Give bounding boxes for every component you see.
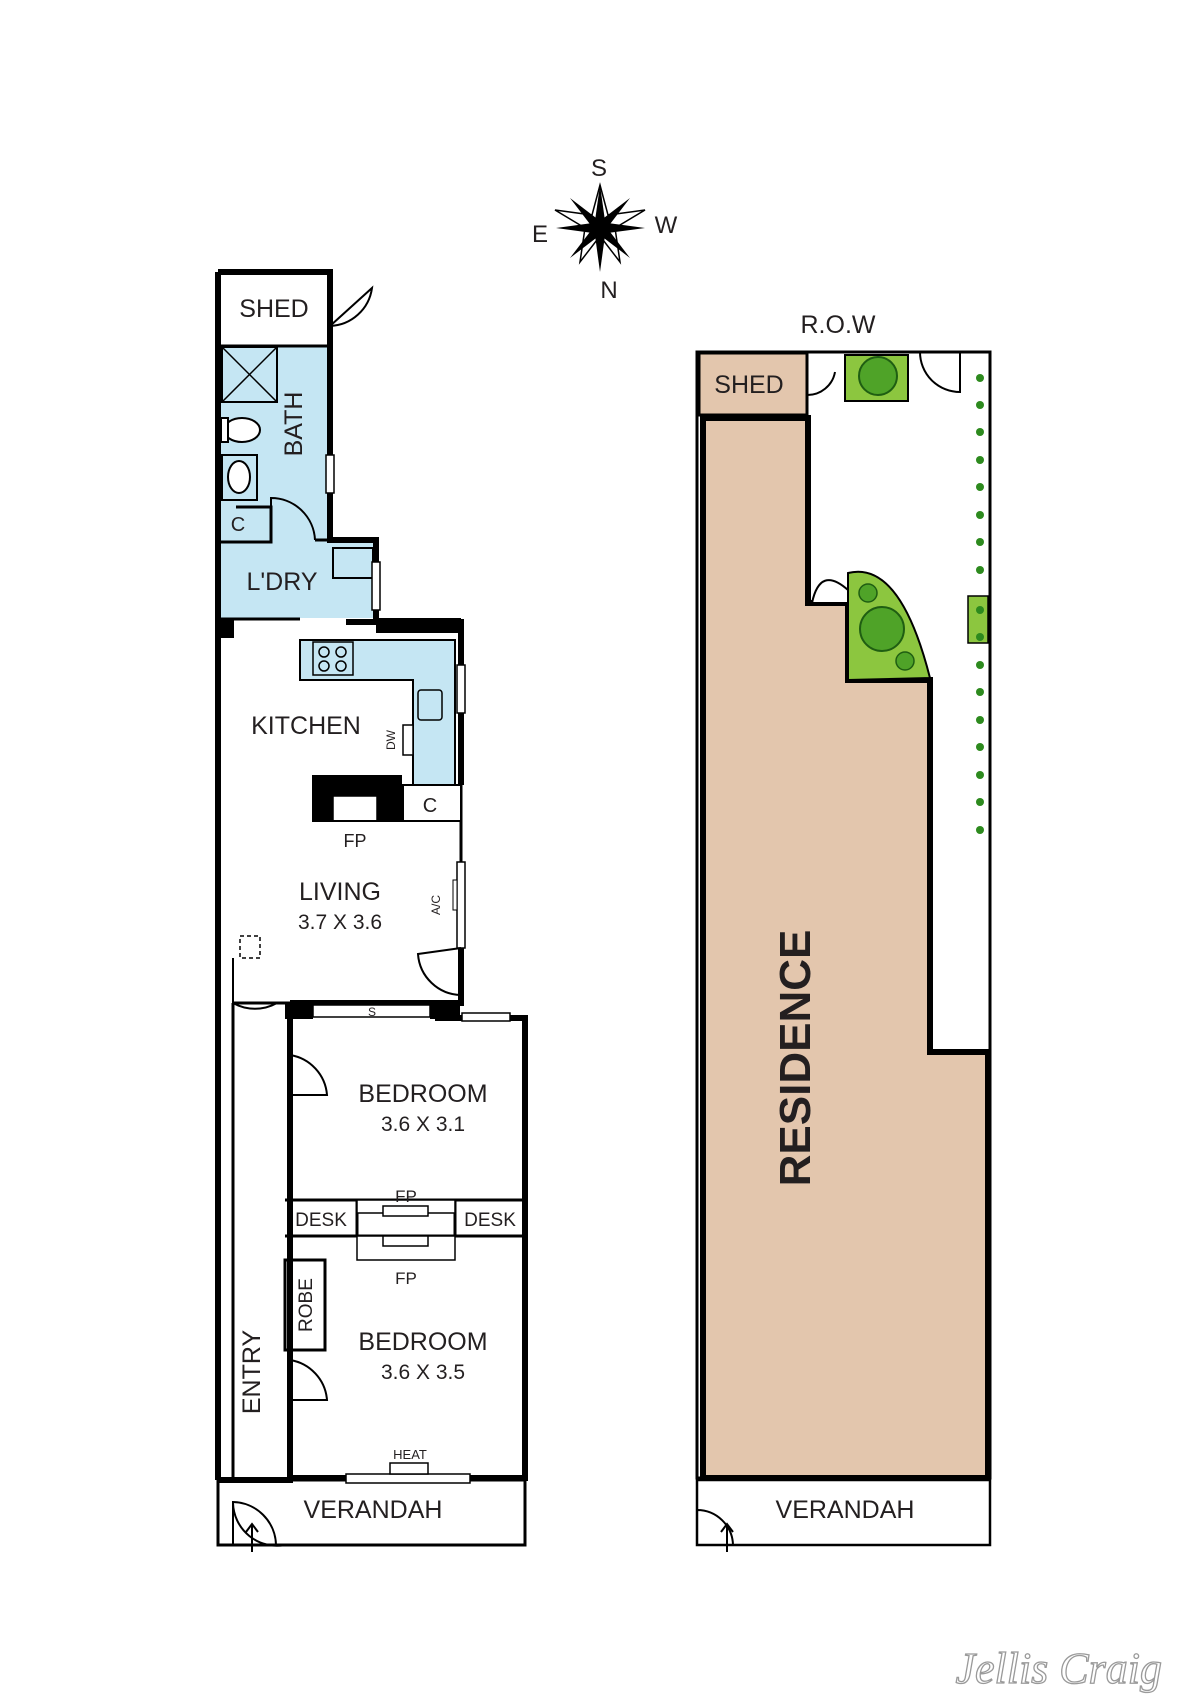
living-label: LIVING (299, 878, 381, 906)
aircon-label: A/C (429, 895, 443, 915)
cupboard-kitchen (402, 784, 462, 822)
desk-left-label: DESK (295, 1210, 347, 1231)
shelf-label: S (368, 1005, 376, 1019)
living-window (456, 861, 466, 949)
laundry-area (218, 540, 374, 618)
shrub-bed-1 (858, 583, 878, 603)
bedroom2-size: 3.6 X 3.5 (381, 1361, 465, 1384)
site-verandah-label: VERANDAH (776, 1496, 915, 1524)
site-shed-label: SHED (714, 371, 783, 399)
bedroom1-label: BEDROOM (358, 1080, 487, 1108)
site-entrance-arrow-icon (720, 1522, 734, 1552)
bedroom1-top-window (461, 1012, 511, 1022)
heat-label: HEAT (393, 1447, 427, 1462)
wall-block-kitchen (376, 618, 461, 633)
vanity (221, 454, 258, 501)
bedroom1-door (289, 1054, 329, 1096)
shed-door (329, 285, 374, 327)
toilet-cistern (220, 417, 229, 443)
robe-label: ROBE (296, 1278, 317, 1332)
site-shed (697, 351, 809, 417)
fireplace-bed1-label: FP (395, 1187, 417, 1206)
shower-base (221, 346, 278, 403)
shrub-bed-2 (895, 651, 915, 671)
tree-bed-large (859, 606, 905, 652)
wall-block-laundry (218, 618, 234, 638)
back-gate (919, 351, 961, 394)
front-entrance-door (232, 1502, 286, 1547)
site-front-door (696, 1508, 734, 1546)
fireplace-bed2-hearth (382, 1235, 429, 1247)
verandah-label: VERANDAH (304, 1496, 443, 1524)
bath-door (270, 496, 316, 542)
basin (227, 460, 251, 494)
bedroom2-door (289, 1359, 329, 1401)
entry-door (232, 958, 278, 1010)
compass-rose: S N E W (532, 155, 678, 304)
dishwasher-label: DW (384, 729, 398, 750)
cooktop-burners (318, 646, 347, 672)
brand-logo: Jellis Craig (955, 1644, 1162, 1693)
floor-plan: SHED BATH C L'DRY KITCHEN DW C FP LIVING… (215, 269, 528, 1552)
cupboard-bath-label: C (231, 514, 245, 536)
kitchen-label: KITCHEN (251, 712, 361, 740)
entry-label: ENTRY (238, 1330, 266, 1415)
tree-top (858, 356, 898, 396)
site-plan: R.O.W SHED RESIDENCE VERANDAH (695, 311, 992, 1552)
toilet (223, 417, 261, 443)
shower-cross (221, 346, 278, 403)
kitchen-sink (417, 689, 443, 721)
fireplace-hearth (332, 795, 378, 822)
bedroom2-window (345, 1473, 471, 1484)
compass-south-label: S (591, 155, 607, 182)
garden-bed-notch (810, 579, 849, 604)
living-size: 3.7 X 3.6 (298, 911, 382, 934)
aircon-unit (452, 879, 458, 911)
fireplace-bed1-hearth (382, 1205, 429, 1217)
bedroom2-label: BEDROOM (358, 1328, 487, 1356)
entrance-arrow-icon (245, 1522, 259, 1552)
site-shed-door (806, 351, 836, 397)
site-verandah (695, 1478, 992, 1547)
compass-west-label: W (655, 212, 678, 239)
fireplace-living-label: FP (343, 831, 366, 851)
heater (389, 1462, 429, 1475)
shelf (312, 1004, 431, 1018)
fireplace-bed2-label: FP (395, 1269, 417, 1288)
hallway-light (239, 935, 261, 959)
residence-footprint (700, 415, 991, 1481)
living-door (416, 947, 462, 996)
wall-block-bed-right (430, 1003, 460, 1019)
bath-label: BATH (280, 392, 308, 457)
hedge-plants (976, 374, 984, 834)
bath-window (325, 454, 335, 494)
shed-label: SHED (239, 295, 308, 323)
row-label: R.O.W (801, 311, 876, 339)
dishwasher (402, 724, 414, 756)
laundry-label: L'DRY (246, 568, 317, 596)
bedroom1-size: 3.6 X 3.1 (381, 1113, 465, 1136)
bath-area (218, 346, 328, 542)
verandah-door-left (232, 1500, 277, 1546)
laundry-window (371, 561, 381, 611)
cupboard-kitchen-label: C (423, 795, 437, 817)
residence-label: RESIDENCE (771, 930, 820, 1187)
compass-needle-diag2 (570, 198, 630, 258)
wall-block-bed-left (285, 1003, 313, 1019)
cooktop (312, 641, 354, 676)
compass-north-label: N (600, 277, 617, 304)
kitchen-window (456, 664, 466, 714)
desk-right-label: DESK (464, 1210, 516, 1231)
compass-east-label: E (532, 221, 548, 248)
